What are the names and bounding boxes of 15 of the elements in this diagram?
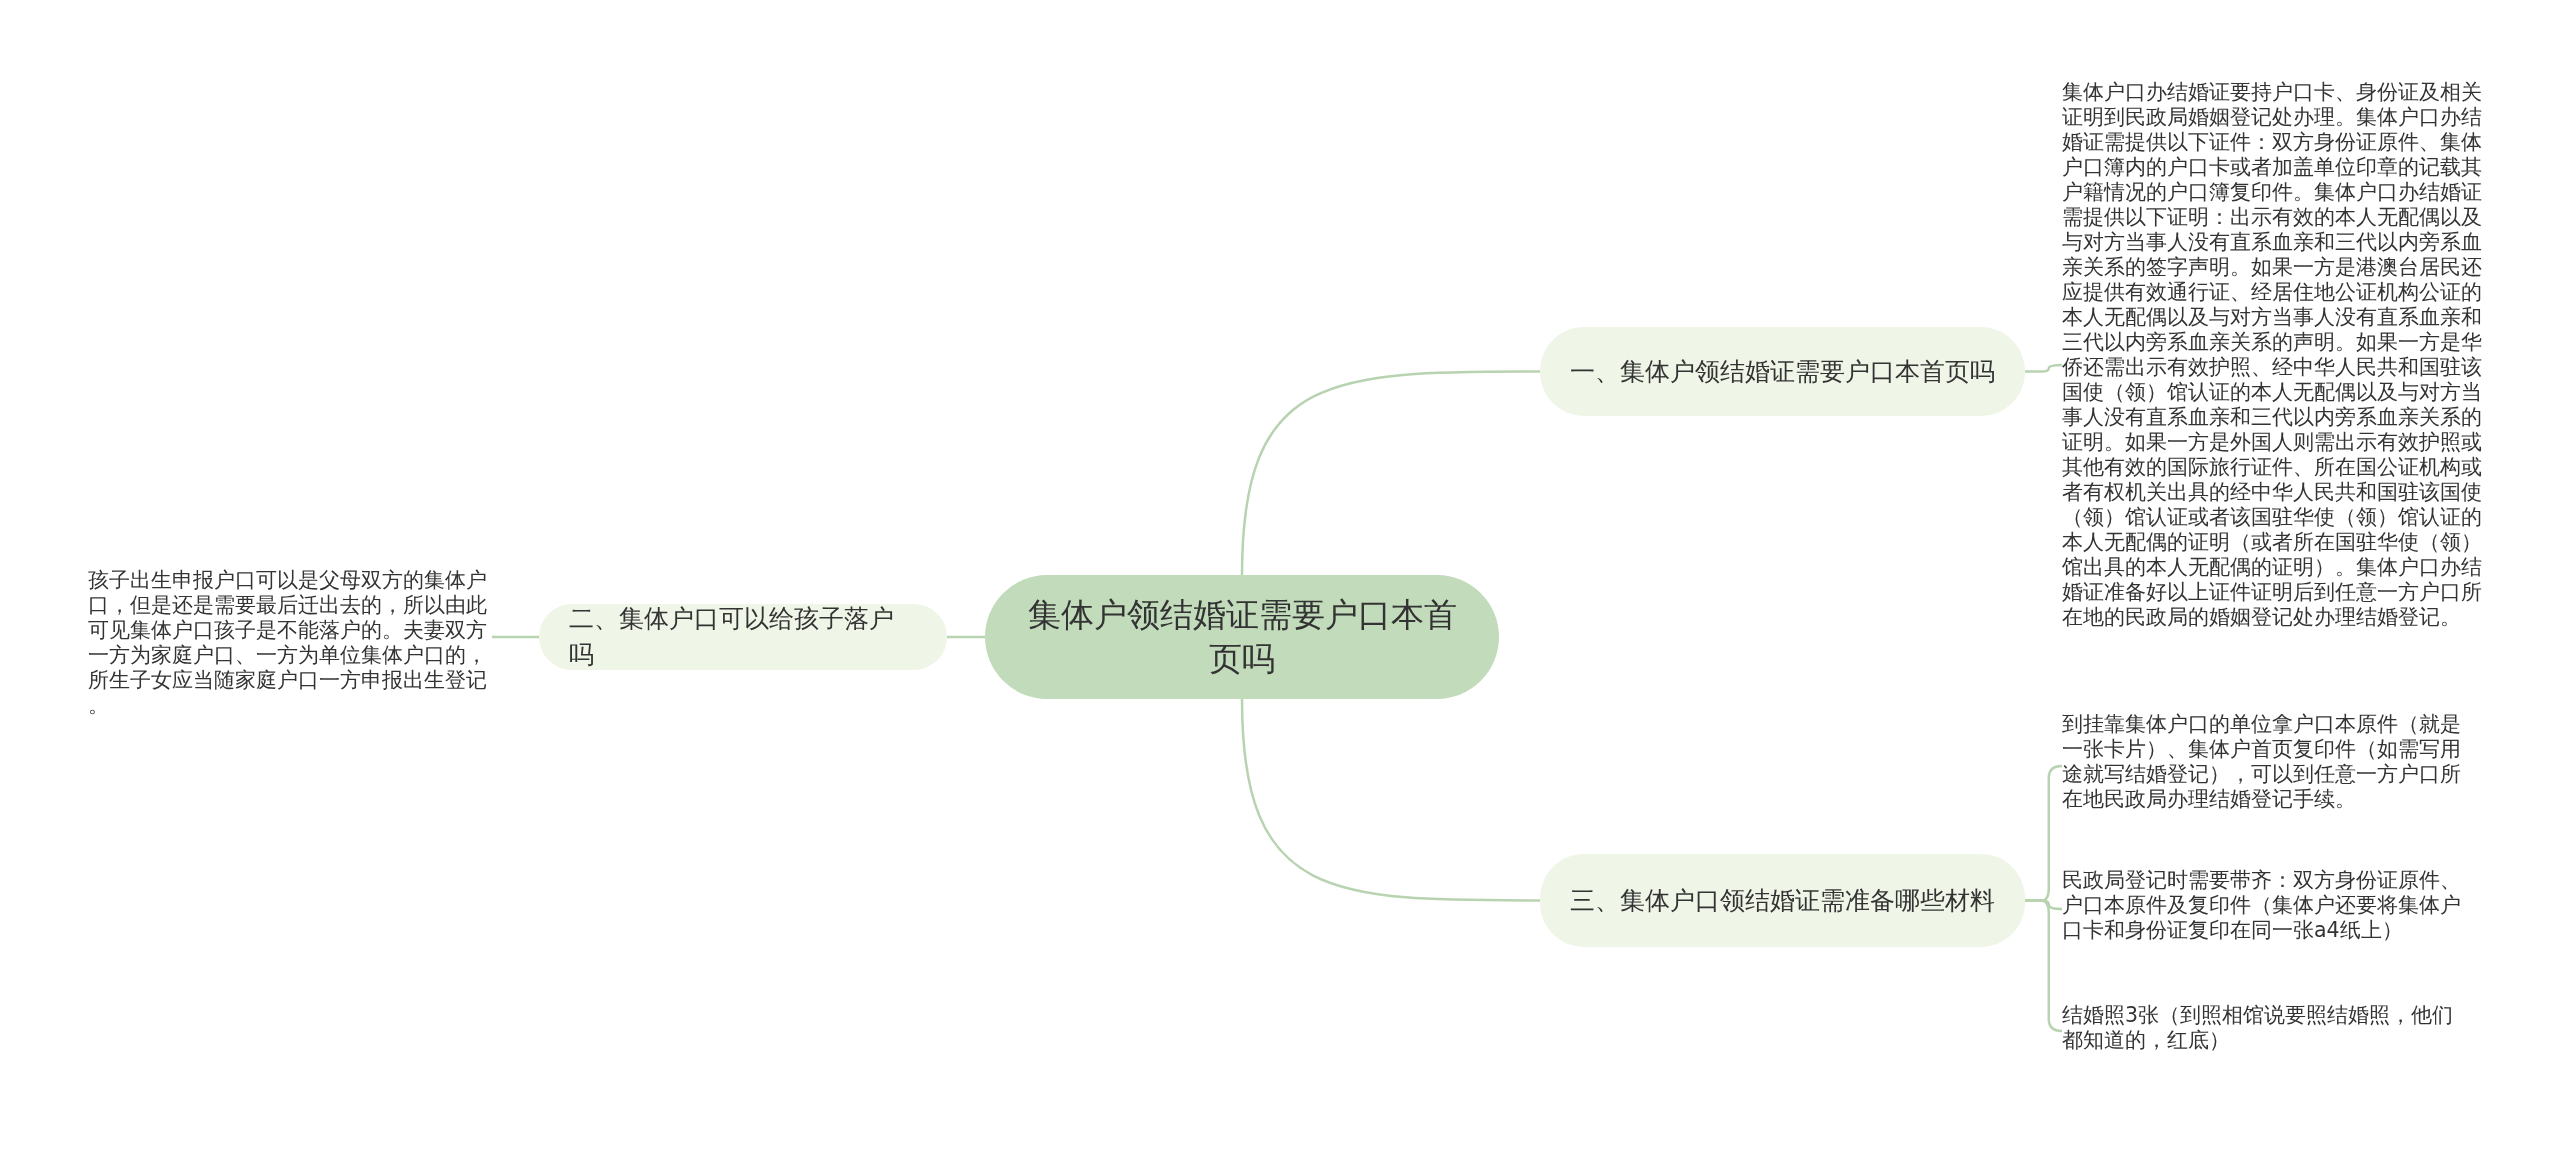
topic-text: 集体户领结婚证需要户口本首页吗: [1026, 594, 1458, 680]
topic-text: 二、集体户口可以给孩子落户吗: [569, 603, 895, 671]
connector-line: [1240, 698, 1540, 902]
note-text: 结婚照3张（到照相馆说要照结婚照，他们都知道的，红底）: [2062, 1003, 2455, 1053]
connector-line: [947, 635, 985, 639]
topic-text: 三、集体户口领结婚证需准备哪些材料: [1570, 884, 1995, 917]
connector-line: [2025, 899, 2063, 1033]
note-text: 孩子出生申报户口可以是父母双方的集体户口，但是还是需要最后迁出去的，所以由此可见集体户口孩子是不能落户的。夫妻双方一方为家庭户口、一方为单位集体户口的，所生子女应当随家庭户口一方申报出生登记。: [88, 568, 488, 718]
note-text: 民政局登记时需要带齐：双方身份证原件、户口本原件及复印件（集体户还要将集体户口卡和身份证复印在同一张a4纸上）: [2062, 868, 2462, 943]
connector-line: [1240, 370, 1540, 576]
topic-text: 一、集体户领结婚证需要户口本首页吗: [1570, 355, 1995, 388]
connector-line: [492, 635, 539, 639]
connector-line: [2025, 363, 2063, 373]
note-text: 到挂靠集体户口的单位拿户口本原件（就是一张卡片）、集体户首页复印件（如需写用途就写结婚登记），可以到任意一方户口所在地民政局办理结婚登记手续。: [2062, 712, 2462, 812]
note-text: 集体户口办结婚证要持户口卡、身份证及相关证明到民政局婚姻登记处办理。集体户口办结婚证需提供以下证件：双方身份证原件、集体户口簿内的户口卡或者加盖单位印章的记载其户籍情况的户口簿复印件。集体户口办结婚证需提供以下证明：出示有效的本人无配偶以及与对方当事人没有直系血亲和三代以内旁系血亲关系的签字声明。如果一方是港澳台居民还应提供有效通行证、经居住地公证机构公证的本人无配偶以及与对方当事人没有直系血亲和三代以内旁系血亲关系的声明。如果一方是华侨还需出示有效护照、经中华人民共和国驻该国使（领）馆认证的本人无配偶以及与对方当事人没有直系血亲和三代以内旁系血亲关系的证明。如果一方是外国人则需出示有效护照或其他有效的国际旅行证件、所在国公证机构或者有权机关出具的经中华人民共和国驻该国使（领）馆认证或者该国驻华使（领）馆认证的本人无配偶的证明（或者所在国驻华使（领）馆出具的本人无配偶的证明）。集体户口办结婚证准备好以上证件证明后到任意一方户口所在地的民政局的婚姻登记处办理结婚登记。: [2062, 80, 2482, 630]
